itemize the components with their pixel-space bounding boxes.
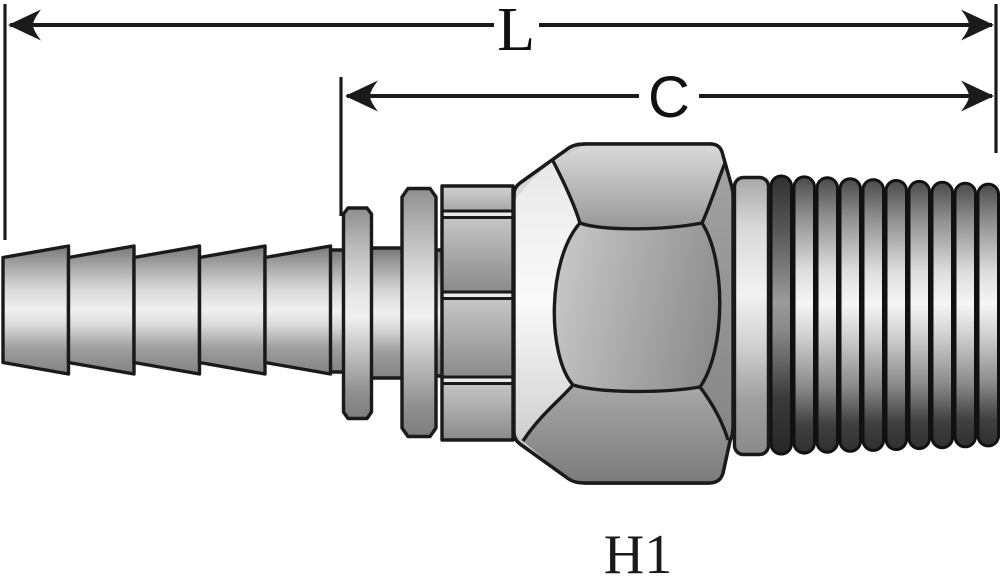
- dimension-L: [3, 4, 998, 240]
- hex-collar-band-top: [442, 186, 513, 212]
- thread-ribs: [769, 174, 1000, 456]
- hex-collar-band-bottom: [442, 383, 513, 440]
- dim-label-C: C: [648, 65, 690, 130]
- hex-collar-band-2: [442, 217, 513, 292]
- hex-nut-facet-edge: [552, 221, 582, 387]
- thread-rib: [976, 182, 1000, 448]
- hex-nut-top-facet: [553, 145, 725, 229]
- thread-rib: [930, 180, 954, 450]
- thread-rib: [884, 179, 908, 451]
- thread-rib: [769, 174, 793, 456]
- hex-nut-facet-edge: [698, 385, 730, 441]
- hose-barb-stem: [1, 244, 333, 376]
- thread-rib: [792, 175, 816, 455]
- barb-tooth: [197, 244, 267, 376]
- part-caption: H1: [604, 524, 672, 583]
- barb-tooth: [132, 244, 202, 376]
- male-thread-section: [769, 174, 1000, 456]
- dimension-C: [339, 77, 994, 216]
- thread-rib: [861, 178, 885, 452]
- thread-rib: [838, 177, 862, 453]
- thread-rib: [907, 179, 931, 451]
- hex-collar-band-3: [442, 298, 513, 377]
- hex-nut-facet-edge: [572, 383, 701, 394]
- hex-nut-facet-edge: [521, 383, 575, 442]
- barb-tooth: [1, 244, 71, 376]
- barb-tooth: [66, 244, 136, 376]
- hex-nut-facet-edge: [551, 160, 727, 231]
- arrowhead-C-left: [345, 80, 378, 112]
- hex-nut-outline: [512, 142, 735, 485]
- barb-tooth: [263, 244, 333, 376]
- arrowhead-L-left: [8, 9, 41, 41]
- hex-collar-highlight-2: [442, 293, 513, 298]
- hex-nut-facet-edge: [698, 222, 722, 388]
- hose-fitting: [1, 142, 1000, 485]
- collar-flange-2: [400, 186, 438, 439]
- dim-label-L: L: [497, 0, 535, 64]
- thread-rib: [815, 176, 839, 454]
- hex-collar: [440, 184, 515, 442]
- arrowhead-C-right: [961, 80, 994, 112]
- arrowhead-L-right: [961, 9, 994, 41]
- collar-flange-1: [341, 206, 374, 421]
- hex-collar-highlight-1: [442, 212, 513, 217]
- thread-rib: [953, 181, 977, 449]
- thread-washer: [732, 175, 771, 457]
- hex-collar-highlight-3: [442, 378, 513, 383]
- hex-nut: [512, 142, 735, 485]
- hex-nut-bottom-facet: [523, 385, 728, 483]
